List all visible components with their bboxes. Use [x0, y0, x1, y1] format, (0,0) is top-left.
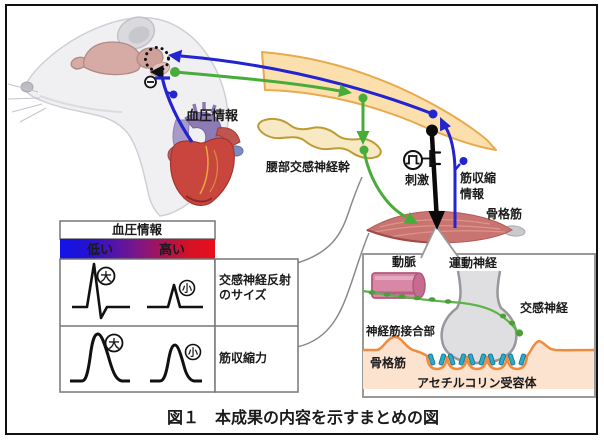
callout-curve-contraction [296, 232, 370, 348]
pulse-stimulator-icon [403, 150, 442, 170]
table-row2-label: 筋収縮力 [218, 350, 267, 365]
contraction-info-label-line2: 情報 [460, 186, 485, 201]
contraction-info-label-line1: 筋収縮 [459, 170, 496, 185]
skeletal-muscle-illustration [365, 210, 526, 244]
stimulation-label: 刺激 [404, 172, 429, 187]
badge-large-1: 大 [101, 270, 112, 284]
artery-illustration [371, 272, 426, 299]
badge-small-2: 小 [187, 346, 198, 359]
inset-skeletal-muscle-label: 骨格筋 [370, 355, 406, 370]
inhibition-icon [144, 75, 157, 89]
rat-whiskers [7, 83, 47, 123]
table-col-low: 低い [86, 242, 113, 257]
sympathetic-trunk [257, 117, 382, 160]
ach-receptor-label: アセチルコリン受容体 [417, 375, 538, 390]
rat-cheek-line [39, 95, 123, 113]
ascending-blue-pathway [168, 49, 468, 228]
waveform-reflex-large [72, 262, 130, 320]
table-row1-label-line2: のサイズ [219, 287, 267, 302]
sympathetic-fiber [362, 289, 524, 337]
rat-ear-inner [128, 26, 150, 44]
heart-illustration [167, 102, 244, 206]
skeletal-muscle-label: 骨格筋 [486, 206, 522, 221]
descending-green-pathway [170, 67, 418, 224]
waveform-twitch-large [70, 332, 130, 383]
green-path-arrowhead-brain [150, 65, 164, 79]
callout-wedge [421, 226, 459, 258]
ach-receptors [427, 353, 527, 366]
badge-large-2: 大 [109, 337, 120, 351]
artery-label: 動脈 [392, 254, 416, 269]
figure-caption: 図１ 本成果の内容を示すまとめの図 [167, 408, 439, 427]
waveform-reflex-small [147, 283, 203, 309]
sympathetic-nerve-label: 交感神経 [520, 300, 569, 315]
nmj-inset: 動脈 運動神経 交感神経 神経筋接合部 骨格筋 アセチルコリン受容体 [362, 225, 596, 398]
stimulation-electrode [426, 124, 445, 230]
rat-brain [70, 41, 171, 77]
lumbar-sympathetic-trunk-label: 腰部交感神経幹 [265, 159, 351, 174]
callout-curve-reflex [296, 176, 363, 264]
bp-summary-table: 血圧情報 低い 高い 大 小 大 小 交感神経反射 のサイズ 筋収縮力 [59, 220, 299, 393]
muscle-membrane [363, 335, 595, 371]
bp-gradient-bar [60, 239, 215, 259]
nmj-label: 神経筋接合部 [366, 324, 435, 338]
table-col-high: 高い [159, 242, 185, 257]
table-row1-label-line1: 交感神経反射 [219, 272, 291, 287]
blood-pressure-info-label: 血圧情報 [186, 108, 239, 123]
afferent-branch-dot [169, 90, 178, 99]
table-header: 血圧情報 [112, 222, 163, 237]
motor-nerve-label: 運動神経 [449, 255, 498, 270]
heart-arch-branches [192, 102, 217, 114]
waveform-twitch-small [150, 343, 202, 383]
spinal-cord-band [261, 51, 497, 151]
inset-muscle-fill [363, 337, 594, 389]
badge-small-1: 小 [181, 282, 192, 295]
